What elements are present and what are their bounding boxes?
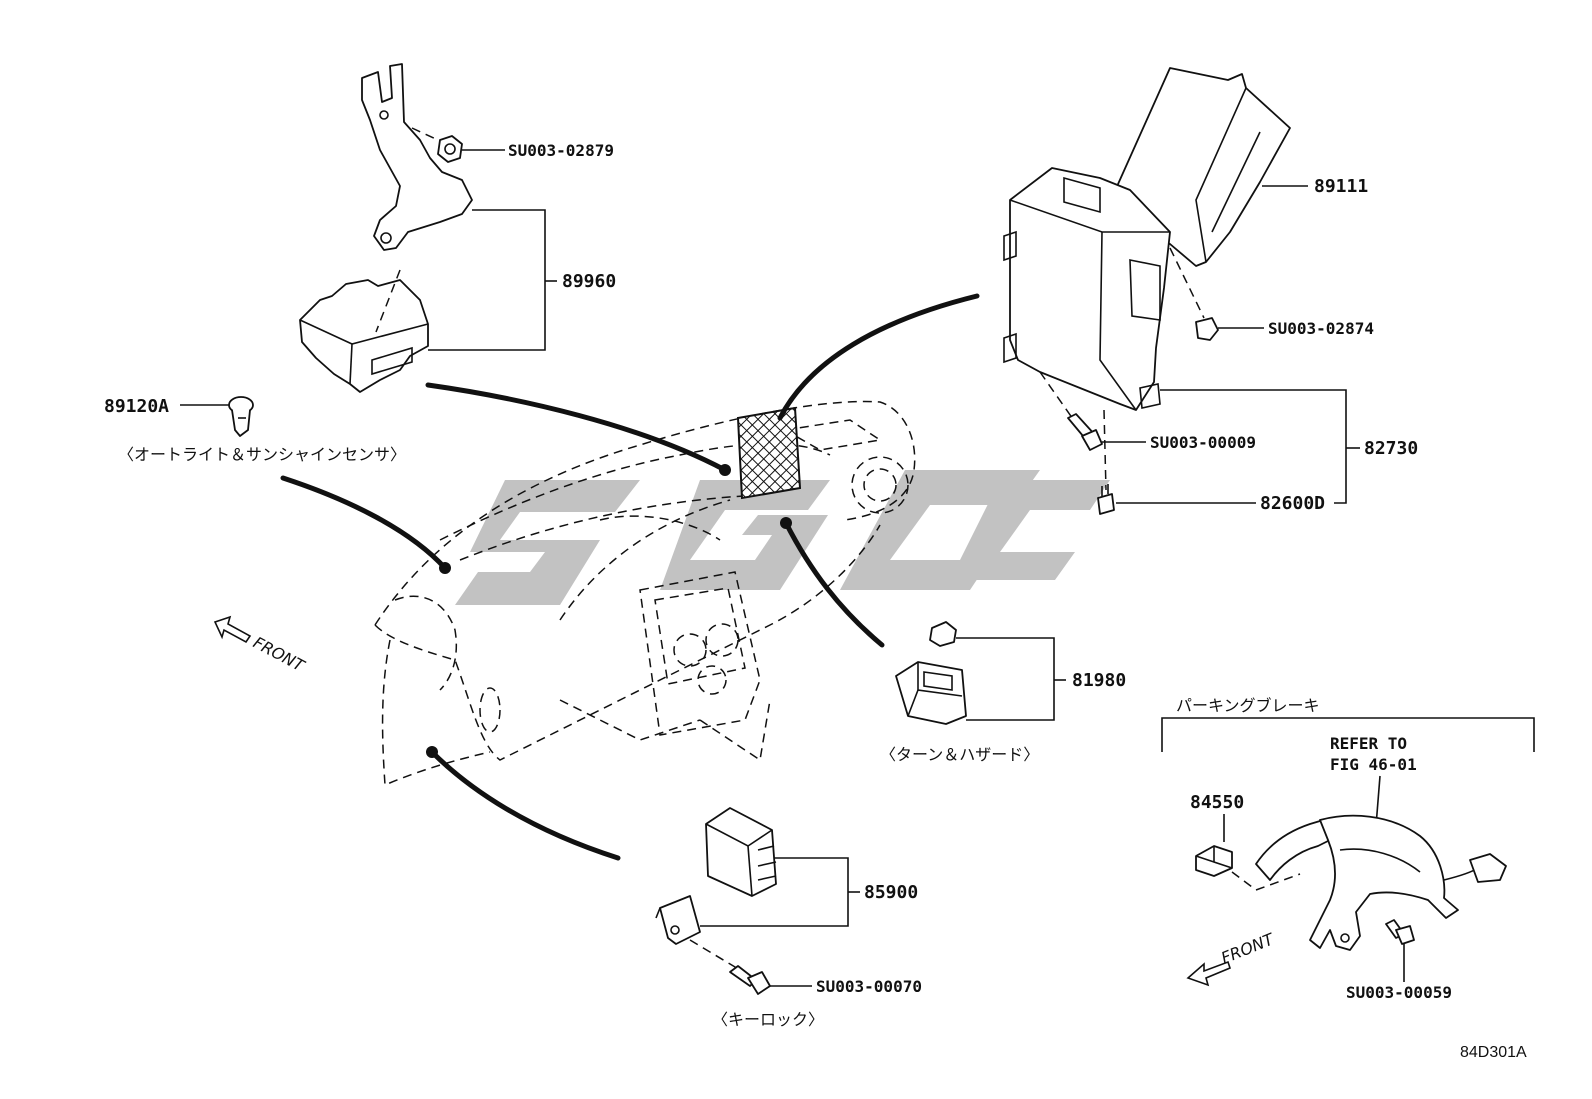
label-su003-00070: SU003-00070 (816, 977, 922, 996)
label-89120a: 89120A (104, 396, 169, 417)
label-81980: 81980 (1072, 670, 1126, 691)
label-su003-02879: SU003-02879 (508, 141, 614, 160)
label-refer-fig: FIG 46-01 (1330, 755, 1417, 774)
part-85900-group: 85900 SU003-00070 〈キーロック〉 (655, 807, 922, 1029)
label-82730: 82730 (1364, 438, 1418, 459)
label-84550: 84550 (1190, 792, 1244, 813)
label-89111: 89111 (1314, 176, 1368, 197)
label-refer-to: REFER TO (1330, 734, 1407, 753)
label-89960: 89960 (562, 271, 616, 292)
label-82600d: 82600D (1260, 493, 1325, 514)
clip-su003-02874 (1195, 317, 1219, 341)
parking-brake-inset: パーキングブレーキ REFER TO FIG 46-01 84550 SU003… (1161, 696, 1535, 1002)
part-81980-group: 81980 〈ターン＆ハザード〉 (880, 621, 1126, 764)
part-89120a-group: 89120A 〈オートライト＆サンシャインセンサ〉 (104, 396, 406, 464)
relay-82600d (1097, 484, 1115, 515)
front-label-inset: FRONT (1218, 929, 1277, 968)
label-su003-00009: SU003-00009 (1150, 433, 1256, 452)
label-parking-brake: パーキングブレーキ (1176, 696, 1320, 715)
front-arrow: FRONT (213, 615, 308, 676)
part-89960-group: SU003-02879 89960 (299, 63, 616, 393)
label-keylock: 〈キーロック〉 (712, 1010, 824, 1029)
bolt-su003-00009 (1067, 413, 1103, 451)
nut-su003-02879 (437, 135, 463, 163)
front-label: FRONT (250, 633, 308, 676)
part-82730-group: 89111 SU003-02874 SU003-00009 82600D 827… (1003, 67, 1418, 515)
label-turn-hazard: 〈ターン＆ハザード〉 (880, 745, 1039, 764)
bolt-su003-00059 (1385, 919, 1415, 945)
front-arrow-inset: FRONT (1186, 929, 1277, 987)
location-leaders (280, 293, 980, 861)
diagram-id: 84D301A (1460, 1044, 1527, 1061)
label-su003-00059: SU003-00059 (1346, 983, 1452, 1002)
parking-brake-lever (1255, 814, 1507, 951)
label-su003-02874: SU003-02874 (1268, 319, 1374, 338)
label-85900: 85900 (864, 882, 918, 903)
bolt-su003-00070 (729, 965, 771, 995)
hatched-module-location (736, 406, 802, 500)
switch-84550 (1195, 845, 1233, 877)
watermark-logo (455, 470, 1110, 605)
label-autolight-sensor: 〈オートライト＆サンシャインセンサ〉 (118, 445, 406, 464)
